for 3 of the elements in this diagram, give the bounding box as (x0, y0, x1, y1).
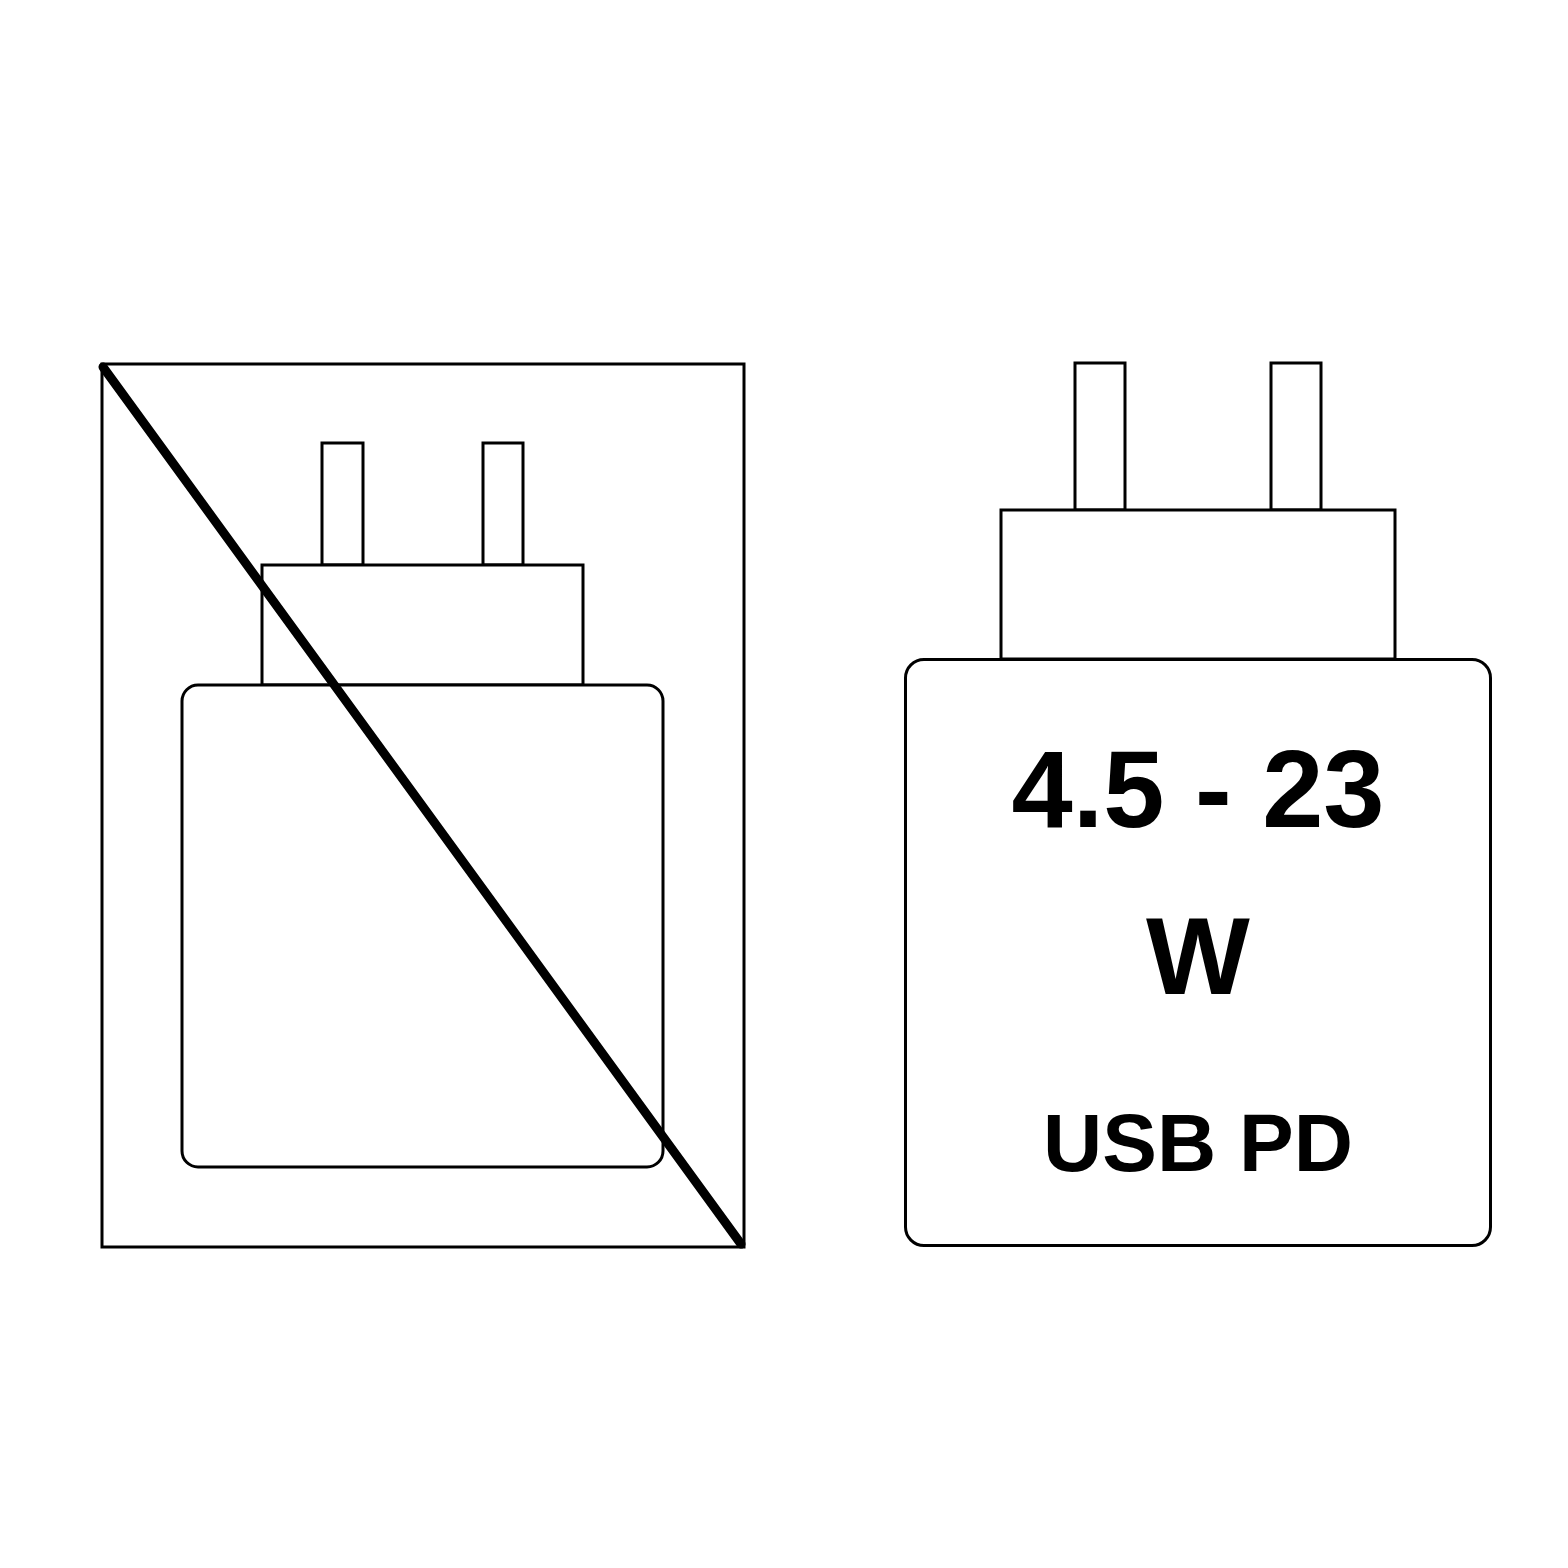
charger-body (904, 658, 1492, 1247)
power-rating-text: 4.5 - 23 W (1010, 726, 1386, 1019)
usb-pd-text: USB PD (1043, 1102, 1353, 1184)
